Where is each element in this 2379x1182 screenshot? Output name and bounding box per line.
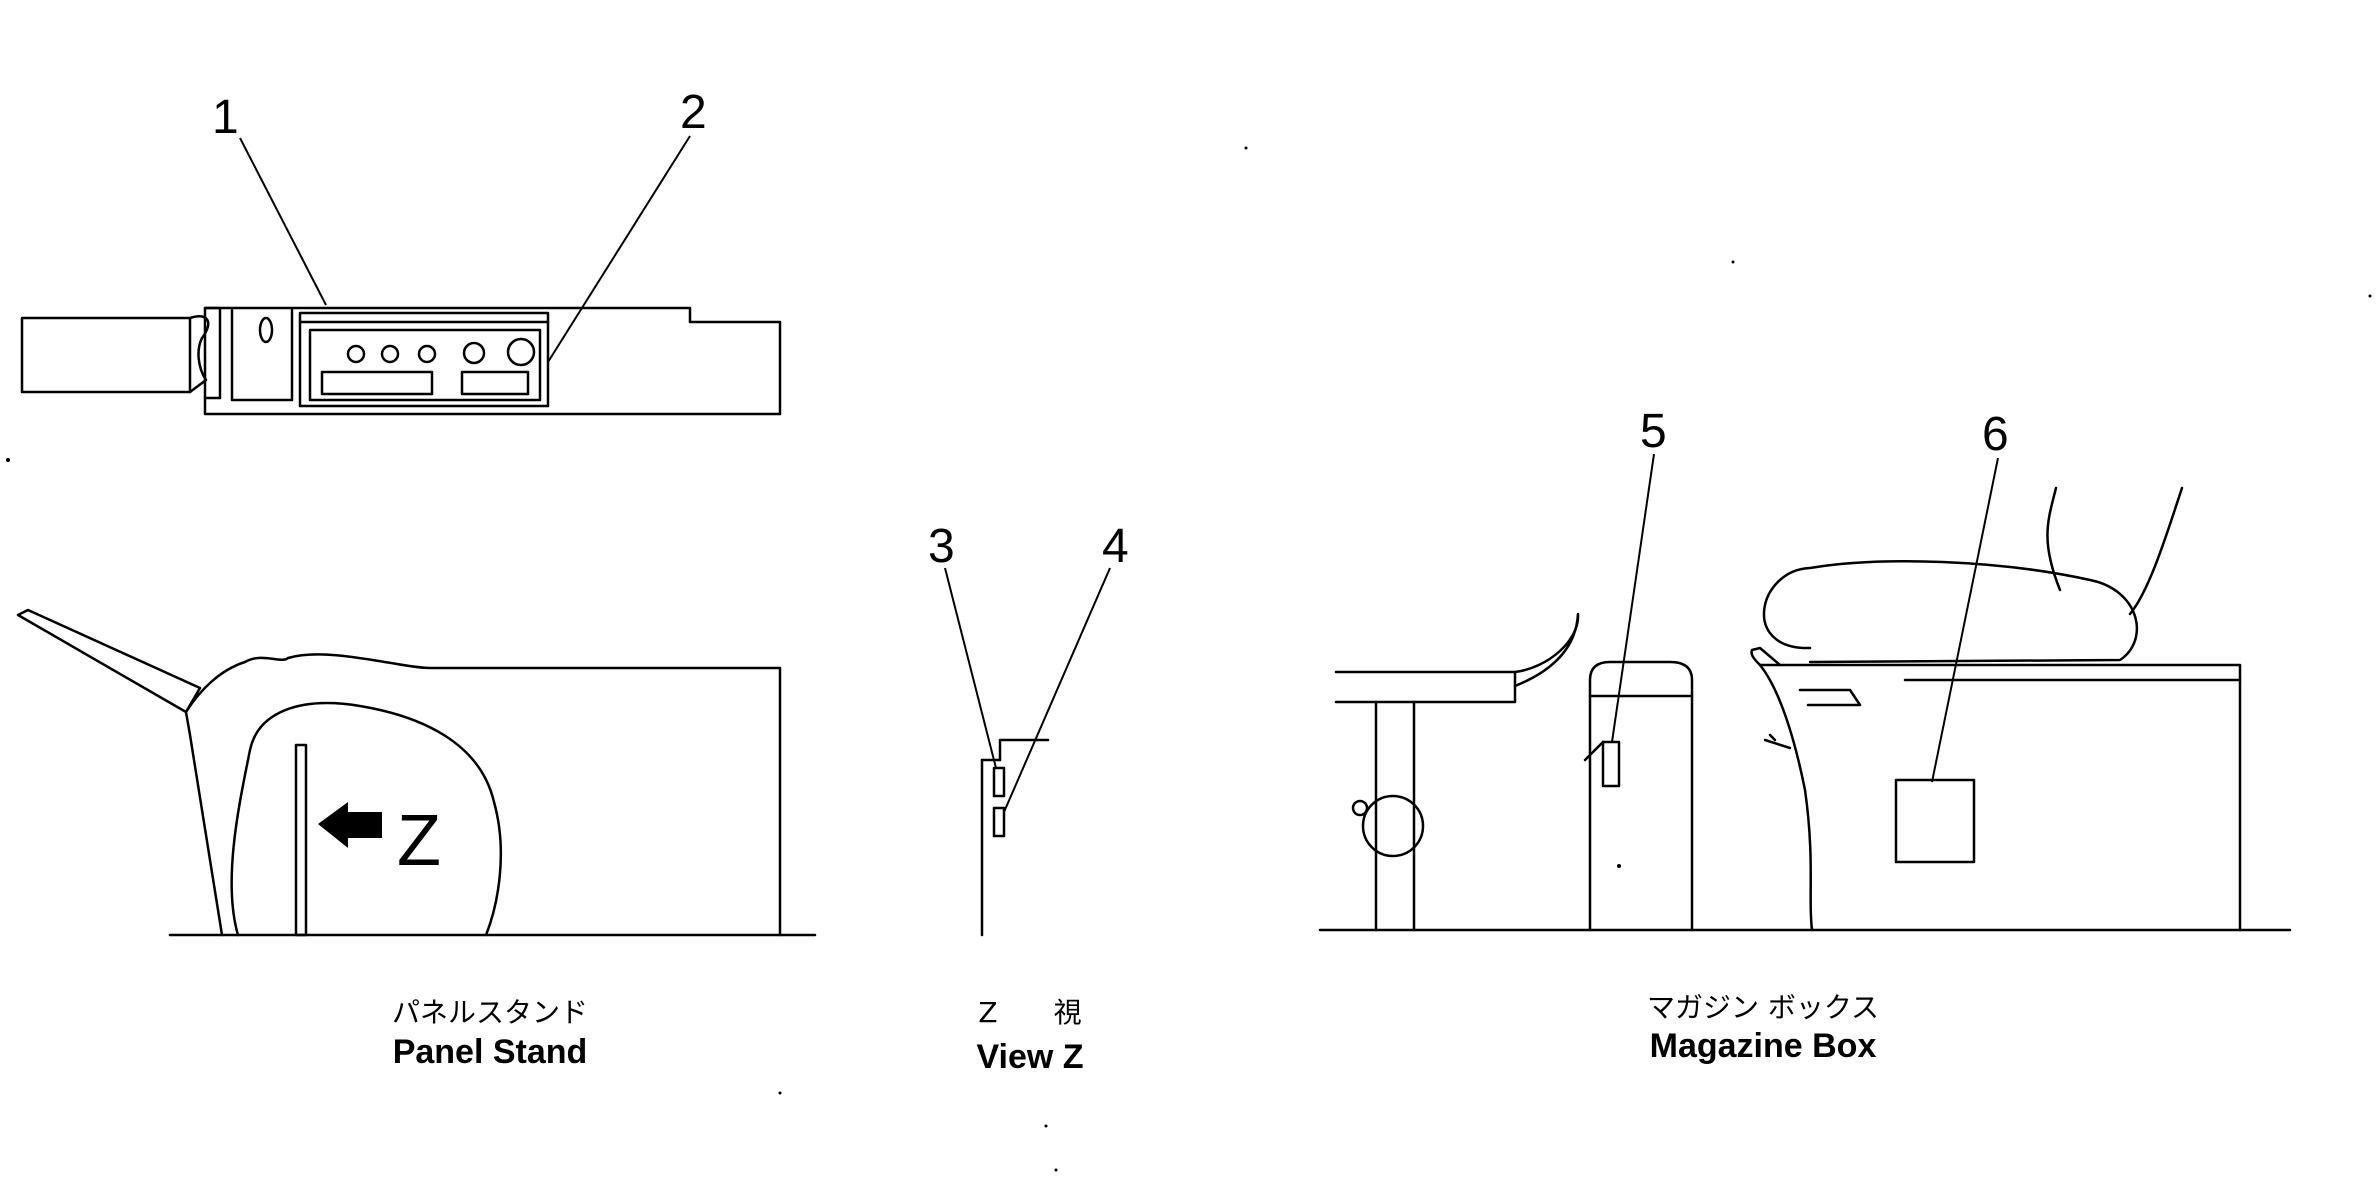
callout-1: 1 bbox=[212, 91, 239, 144]
magazine-box-side-view bbox=[1318, 453, 2292, 932]
callout-2: 2 bbox=[680, 86, 707, 139]
captions: パネルスタンド Panel Stand Z 視 View Z マガジン ボックス… bbox=[392, 991, 1879, 1076]
callout-4: 4 bbox=[1102, 520, 1129, 573]
caption-view-z-jp: Z 視 bbox=[978, 996, 1081, 1029]
panel-stand-side-view: Z bbox=[16, 608, 817, 937]
callout-3: 3 bbox=[928, 520, 955, 573]
callout-5: 5 bbox=[1640, 405, 1667, 458]
caption-magazine-box-en: Magazine Box bbox=[1650, 1027, 1877, 1065]
callout-6: 6 bbox=[1982, 408, 2009, 461]
panel-stand-top-view bbox=[20, 135, 782, 416]
callout-numbers: 1 2 3 4 5 6 bbox=[212, 86, 2009, 573]
view-z-marker: Z bbox=[397, 801, 441, 881]
view-z-detail bbox=[944, 567, 1111, 937]
caption-view-z-en: View Z bbox=[976, 1038, 1083, 1076]
caption-panel-stand-en: Panel Stand bbox=[393, 1033, 588, 1071]
caption-magazine-box-jp: マガジン ボックス bbox=[1647, 991, 1879, 1024]
scan-specks bbox=[6, 146, 2372, 1172]
caption-panel-stand-jp: パネルスタンド bbox=[392, 996, 588, 1029]
